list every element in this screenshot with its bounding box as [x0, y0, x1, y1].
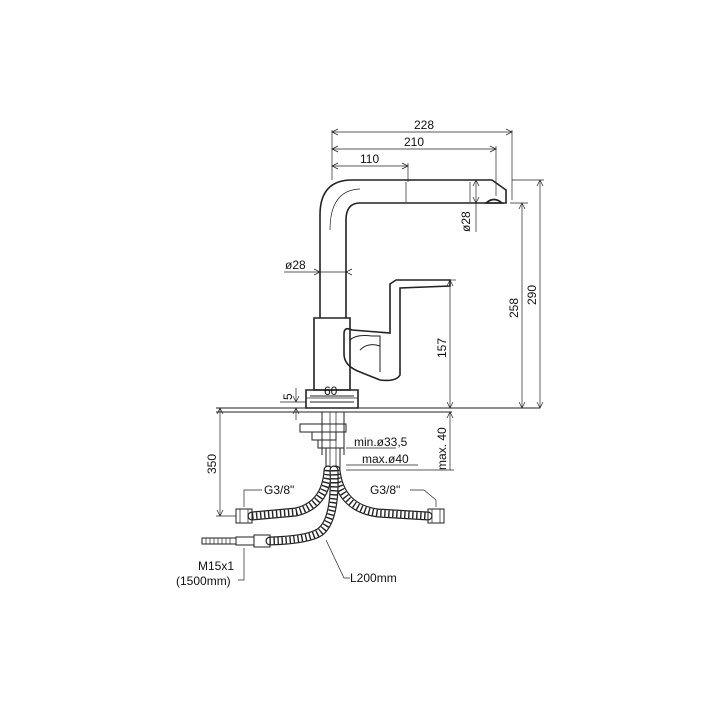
dim-dia28-stem: ø28 — [285, 258, 306, 272]
label-g38-right: G3/8" — [370, 483, 400, 497]
dim-min-hole: min.ø33,5 — [354, 435, 408, 449]
dim-290: 290 — [525, 285, 539, 305]
supply-hoses — [201, 465, 445, 548]
dim-157: 157 — [435, 338, 449, 358]
dim-max-hole: max.ø40 — [362, 452, 409, 466]
countertop-mount — [216, 407, 540, 470]
label-m15-length: (1500mm) — [176, 574, 231, 588]
dim-5: 5 — [281, 393, 295, 400]
label-g38-left: G3/8" — [264, 483, 294, 497]
dim-210: 210 — [404, 135, 424, 149]
dim-228: 228 — [414, 118, 434, 132]
dim-350: 350 — [205, 454, 219, 474]
dimension-lines — [216, 128, 544, 581]
dim-60: 60 — [324, 384, 338, 398]
label-l200: L200mm — [350, 571, 397, 585]
dim-dia28-spout: ø28 — [459, 211, 473, 232]
dim-110: 110 — [360, 152, 379, 166]
dimension-labels: 228 210 110 ø28 ø28 258 290 157 60 5 350… — [176, 118, 539, 588]
dim-max40: max. 40 — [435, 427, 449, 470]
label-m15: M15x1 — [198, 559, 234, 573]
dim-258: 258 — [507, 298, 521, 318]
